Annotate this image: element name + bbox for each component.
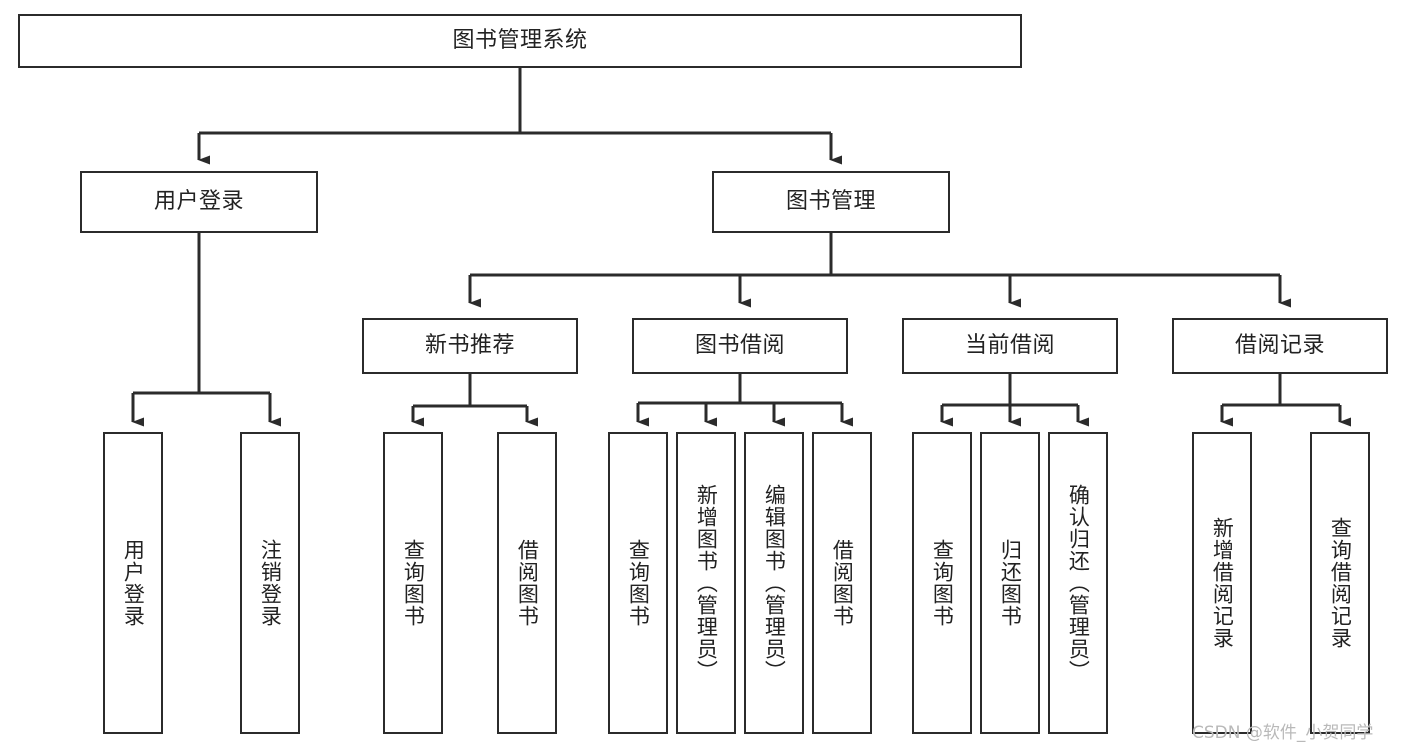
csdn-watermark: CSDN @软件_小贺同学 — [1192, 723, 1374, 743]
node-book-management[interactable]: 图书管理 — [712, 171, 950, 233]
leaf-borrow-book[interactable]: 借阅图书 — [812, 432, 872, 734]
node-label: 用户登录 — [153, 189, 244, 215]
leaf-query-borrow-record[interactable]: 查询借阅记录 — [1310, 432, 1370, 734]
node-label: 借阅图书 — [830, 539, 855, 627]
node-book-borrow[interactable]: 图书借阅 — [632, 318, 848, 374]
leaf-query-book-recommend[interactable]: 查询图书 — [383, 432, 443, 734]
node-label: 查询图书 — [930, 539, 955, 627]
leaf-query-book-current[interactable]: 查询图书 — [912, 432, 972, 734]
node-new-book-recommend[interactable]: 新书推荐 — [362, 318, 578, 374]
node-label: 借阅图书 — [515, 539, 540, 627]
node-borrow-records[interactable]: 借阅记录 — [1172, 318, 1388, 374]
leaf-user-login[interactable]: 用户登录 — [103, 432, 163, 734]
node-current-borrow[interactable]: 当前借阅 — [902, 318, 1118, 374]
node-label: 新书推荐 — [424, 333, 515, 359]
leaf-borrow-book-recommend[interactable]: 借阅图书 — [497, 432, 557, 734]
node-label: 借阅记录 — [1234, 333, 1325, 359]
node-user-login[interactable]: 用户登录 — [80, 171, 318, 233]
node-label: 注销登录 — [258, 539, 283, 627]
node-label: 查询图书 — [626, 539, 651, 627]
leaf-return-book[interactable]: 归还图书 — [980, 432, 1040, 734]
node-label: 图书管理 — [785, 189, 876, 215]
node-label: 图书管理系统 — [452, 28, 588, 54]
leaf-query-book-borrow[interactable]: 查询图书 — [608, 432, 668, 734]
leaf-add-borrow-record[interactable]: 新增借阅记录 — [1192, 432, 1252, 734]
node-label: 查询借阅记录 — [1328, 517, 1353, 649]
node-label: 图书借阅 — [694, 333, 785, 359]
node-label: 用户登录 — [121, 539, 146, 627]
node-label: 新增借阅记录 — [1210, 517, 1235, 649]
node-root-system[interactable]: 图书管理系统 — [18, 14, 1022, 68]
node-label: 确认归还（管理员） — [1066, 484, 1091, 682]
leaf-edit-book-admin[interactable]: 编辑图书（管理员） — [744, 432, 804, 734]
leaf-add-book-admin[interactable]: 新增图书（管理员） — [676, 432, 736, 734]
node-label: 当前借阅 — [964, 333, 1055, 359]
leaf-logout[interactable]: 注销登录 — [240, 432, 300, 734]
leaf-confirm-return-admin[interactable]: 确认归还（管理员） — [1048, 432, 1108, 734]
node-label: 编辑图书（管理员） — [762, 484, 787, 682]
node-label: 查询图书 — [401, 539, 426, 627]
node-label: 新增图书（管理员） — [694, 484, 719, 682]
node-label: 归还图书 — [998, 539, 1023, 627]
